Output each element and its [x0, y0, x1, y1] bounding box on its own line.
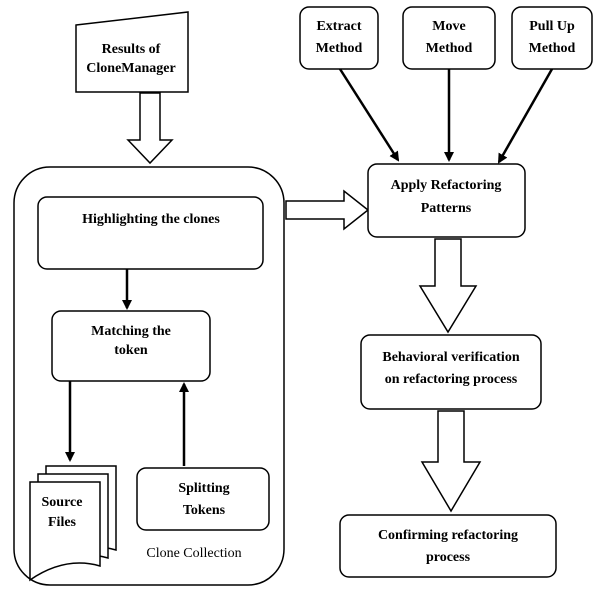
hollow-arrow-icon: [285, 189, 370, 231]
extract-label-line1: Extract: [316, 19, 361, 34]
source-files-label-line2: Files: [48, 515, 77, 530]
highlighting-label: Highlighting the clones: [82, 212, 220, 227]
move-label-line2: Method: [426, 41, 473, 56]
behavioral-label-line1: Behavioral verification: [382, 350, 519, 365]
results-label-line2: CloneManager: [86, 61, 175, 76]
results-node: Results of CloneManager: [75, 11, 189, 93]
apply-node: Apply Refactoring Patterns: [367, 163, 526, 238]
splitting-node: Splitting Tokens: [136, 467, 270, 531]
hollow-arrow-icon: [418, 238, 478, 334]
highlighting-node: Highlighting the clones: [37, 196, 264, 270]
confirming-node: Confirming refactoring process: [339, 514, 557, 578]
matching-label-line1: Matching the: [91, 324, 171, 339]
move-method-node: Move Method: [402, 6, 496, 70]
document-stack-icon: [29, 465, 117, 582]
pullup-method-node: Pull Up Method: [511, 6, 593, 70]
splitting-label-line2: Tokens: [183, 503, 226, 518]
arrow-extract-to-apply: [338, 68, 400, 162]
clone-collection-caption: Clone Collection: [146, 546, 241, 561]
hollow-arrow-icon: [420, 410, 482, 513]
source-files-node: Source Files: [29, 465, 117, 582]
apply-label-line2: Patterns: [421, 201, 472, 216]
matching-node: Matching the token: [51, 310, 211, 382]
confirming-label-line1: Confirming refactoring: [378, 528, 518, 543]
pullup-label-line1: Pull Up: [529, 19, 575, 34]
behavioral-label-line2: on refactoring process: [385, 372, 518, 387]
source-files-label-line1: Source: [42, 495, 83, 510]
results-label-line1: Results of: [102, 42, 161, 57]
arrow-pullup-to-apply: [497, 68, 554, 164]
apply-label-line1: Apply Refactoring: [391, 178, 502, 193]
hollow-arrow-icon: [126, 92, 174, 165]
pullup-label-line2: Method: [529, 41, 576, 56]
move-label-line1: Move: [432, 19, 465, 34]
behavioral-node: Behavioral verification on refactoring p…: [360, 334, 542, 410]
extract-method-node: Extract Method: [299, 6, 379, 70]
matching-label-line2: token: [114, 343, 148, 358]
confirming-label-line2: process: [426, 550, 471, 565]
extract-label-line2: Method: [316, 41, 363, 56]
splitting-label-line1: Splitting: [178, 481, 229, 496]
